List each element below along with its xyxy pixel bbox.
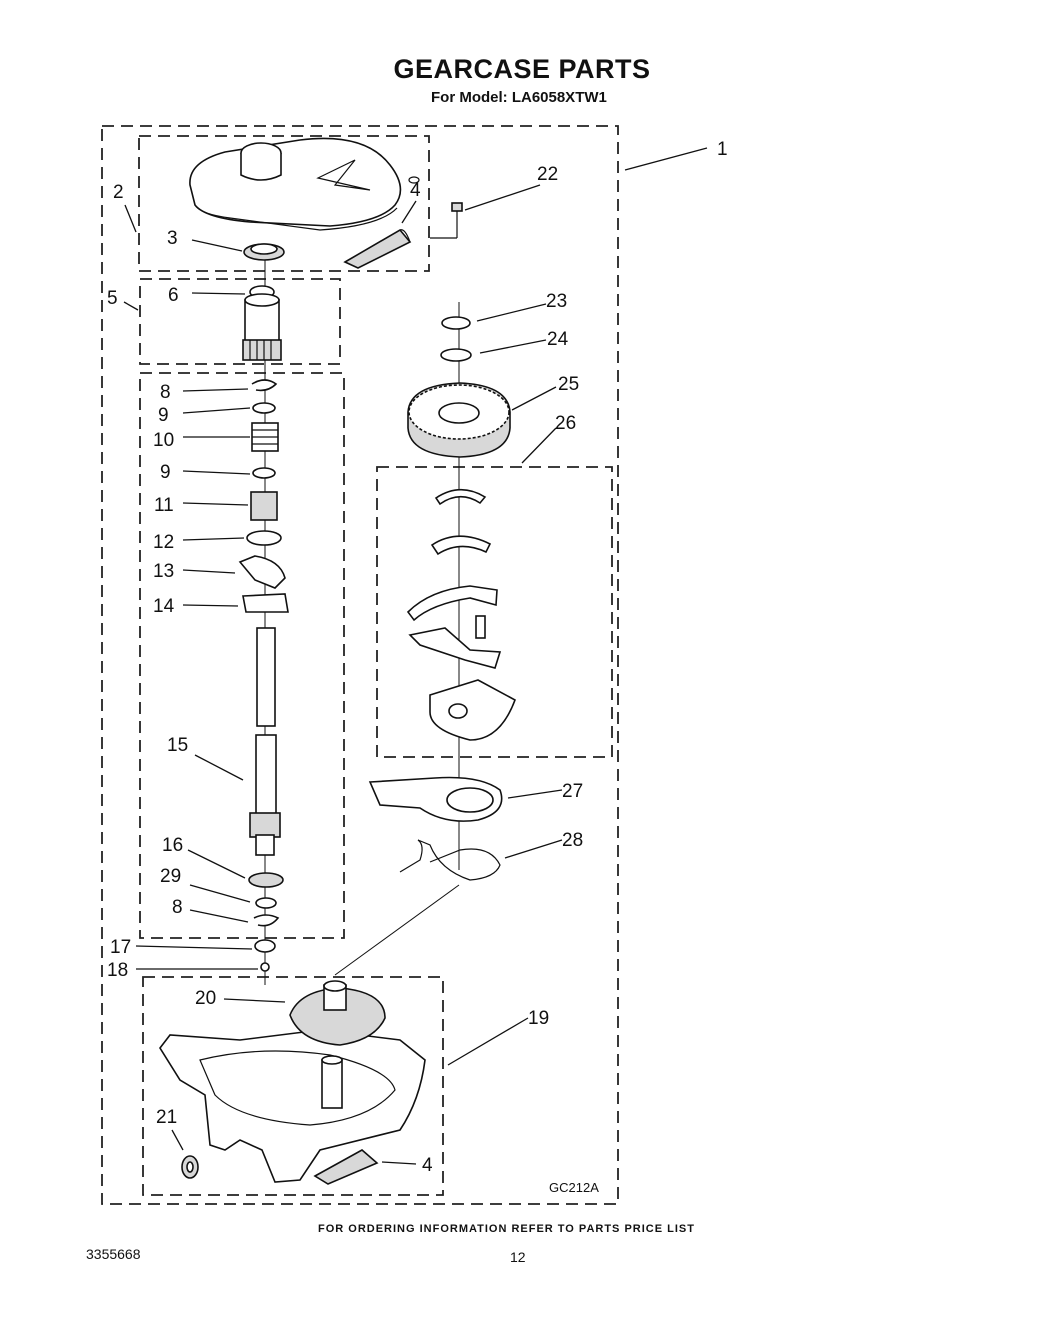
callout-19: 19 [528,1008,549,1029]
page-title: GEARCASE PARTS [393,54,651,84]
leader-lines [123,147,708,1165]
shifter-assembly-parts [406,488,516,741]
page-number: 12 [510,1249,526,1265]
callout-5: 5 [107,288,118,309]
callout-12: 12 [153,532,174,553]
document-number: 3355668 [86,1246,141,1262]
callout-15: 15 [167,735,188,756]
clip-part-28 [399,839,501,881]
ordering-note: FOR ORDERING INFORMATION REFER TO PARTS … [318,1223,695,1235]
callout-9-bottom: 9 [160,462,171,483]
callout-6: 6 [168,285,179,306]
cam-part-27 [368,776,503,822]
screw-part-22 [451,202,463,238]
shifter-box-26 [376,466,613,758]
callout-28: 28 [562,830,583,851]
seal-part-21 [181,1155,199,1179]
pinion-part-6 [242,285,282,361]
callout-16: 16 [162,835,183,856]
callout-18: 18 [107,960,128,981]
callout-21: 21 [156,1107,177,1128]
pinion-box-5 [139,278,341,365]
callout-25: 25 [558,374,579,395]
callout-14: 14 [153,596,175,617]
callout-1: 1 [717,139,728,160]
callout-2: 2 [113,182,124,203]
callout-9-top: 9 [158,405,169,426]
shaft-stack-parts [238,379,289,613]
shaft-box [139,372,345,939]
callout-4-bottom: 4 [422,1155,433,1176]
callout-17: 17 [110,937,131,958]
callout-8-top: 8 [160,382,171,403]
seal-part-3 [243,243,285,261]
callout-10: 10 [153,430,174,451]
callout-8-bottom: 8 [172,897,183,918]
callout-4-top: 4 [410,180,421,201]
callout-3: 3 [167,228,178,249]
drive-gear-part-25 [407,382,511,458]
case-box-19 [142,976,444,1196]
callout-20: 20 [195,988,216,1009]
callout-23: 23 [546,291,567,312]
callout-13: 13 [153,561,174,582]
washer-part-24 [440,348,472,362]
grease-tube-top [343,228,412,269]
washer-part-23 [441,316,471,330]
gear-case-part-19 [159,1029,426,1183]
callout-27: 27 [562,781,583,802]
callout-24: 24 [547,329,569,350]
callout-11: 11 [154,495,174,516]
lower-shaft-parts [248,872,284,972]
linkage-axis [334,884,460,976]
main-shaft-part-15 [249,627,281,856]
drive-gear-part-20 [289,980,386,1046]
cover-box-2 [138,135,430,272]
figure-code: GC212A [549,1180,599,1195]
assembly-boundary-1 [101,125,619,1205]
gear-cover-part [189,137,420,231]
model-subtitle: For Model: LA6058XTW1 [431,89,607,106]
callout-26: 26 [555,413,576,434]
callout-22: 22 [537,164,558,185]
callout-29: 29 [160,866,181,887]
grease-tube-bottom [313,1149,379,1185]
